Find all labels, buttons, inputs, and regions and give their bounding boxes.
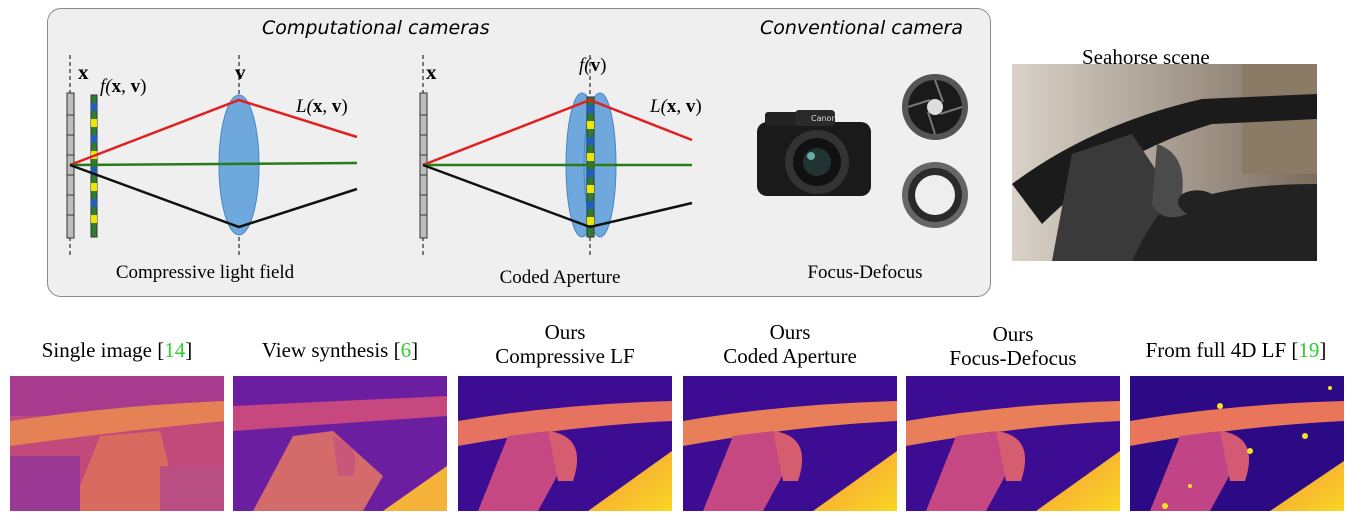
ca-L-label: L(x, v) <box>650 96 702 117</box>
ca-x-label: x <box>426 60 437 84</box>
result-caption-6: From full 4D LF [19] <box>1145 338 1327 362</box>
aperture-closed-icon <box>902 74 968 140</box>
depth-map-ours-coded-aperture <box>683 376 897 511</box>
conventional-camera-title: Conventional camera <box>760 17 964 39</box>
red-ray <box>69 98 358 167</box>
compressive-lf-diagram <box>66 55 358 255</box>
depth-map-single-image <box>10 376 224 511</box>
dslr-camera-icon: Canon <box>757 110 871 196</box>
lf-L-label: L(x, v) <box>296 96 348 117</box>
scene-title: Seahorse scene <box>1082 45 1210 69</box>
result-caption-2: View synthesis [6] <box>261 338 419 362</box>
ca-f-label: f(v) <box>579 55 607 76</box>
coded-aperture-diagram <box>419 55 693 255</box>
green-ray <box>69 161 358 167</box>
computational-cameras-title: Computational cameras <box>262 17 490 39</box>
camera-brand-text: Canon <box>811 114 837 123</box>
seahorse-photo <box>1012 64 1317 261</box>
aperture-mask <box>586 96 595 238</box>
result-caption-1: Single image [14] <box>41 338 193 362</box>
lf-v-label: v <box>235 60 246 84</box>
fd-caption: Focus-Defocus <box>807 262 923 283</box>
ca-caption: Coded Aperture <box>499 267 621 288</box>
depth-map-view-synthesis <box>233 376 447 511</box>
lf-caption: Compressive light field <box>115 262 295 283</box>
depth-map-ours-focus-defocus <box>906 376 1120 511</box>
lf-x-label: x <box>78 60 89 84</box>
depth-map-ours-compressive-lf <box>458 376 672 511</box>
depth-map-full-4d-lf <box>1130 376 1344 511</box>
aperture-open-icon <box>902 162 968 228</box>
lf-f-label: f(x, v) <box>100 76 147 97</box>
black-ray <box>69 163 358 229</box>
